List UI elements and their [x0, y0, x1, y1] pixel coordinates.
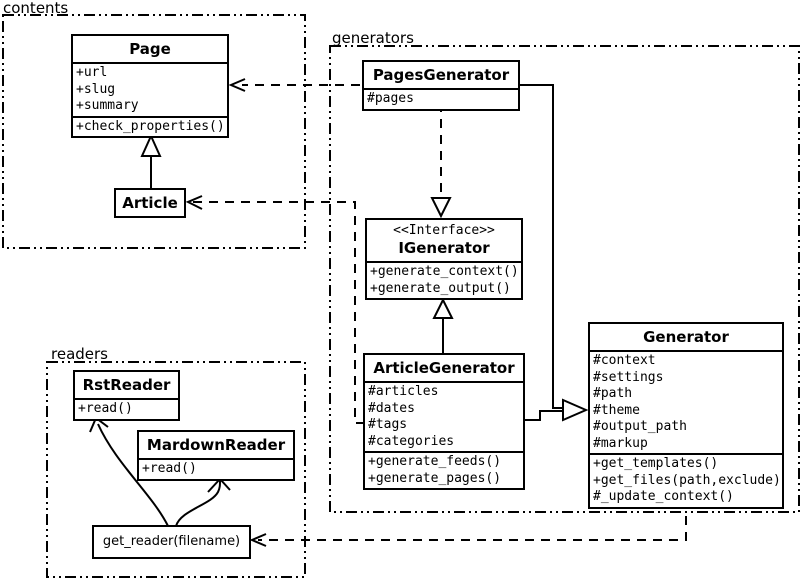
attribute: #dates	[368, 400, 415, 416]
attribute: #articles	[368, 384, 439, 399]
class-box-articlegenerator: ArticleGenerator #articles #dates #tags …	[363, 353, 525, 490]
dependency-line-articlegenerator-article	[192, 201, 365, 424]
generalization-line-articlegenerator-generator	[523, 410, 563, 421]
dependency-arrowhead-getreader	[249, 533, 267, 547]
class-title-pagesgenerator: PagesGenerator	[372, 66, 510, 84]
class-box-markdownreader: MardownReader +read()	[137, 430, 295, 481]
attribute: #theme	[593, 402, 640, 418]
articlegenerator-attributes: #articles #dates #tags #categories	[365, 381, 523, 451]
igenerator-methods: +generate_context() +generate_output()	[367, 261, 521, 298]
class-title-generator: Generator	[643, 328, 729, 346]
attribute: #pages	[367, 91, 414, 106]
method: +read()	[142, 461, 197, 476]
method: +generate_feeds()	[368, 454, 502, 469]
class-box-page: Page +url +slug +summary +check_properti…	[71, 34, 229, 138]
class-title-rstreader: RstReader	[82, 376, 171, 394]
attribute: #categories	[368, 433, 455, 449]
interface-stereotype: <<Interface>>	[393, 223, 495, 238]
class-title-article: Article	[122, 194, 178, 212]
method: +get_files(path,exclude)	[593, 472, 781, 488]
method: +read()	[78, 401, 133, 416]
page-methods: +check_properties()	[73, 115, 227, 137]
class-title-igenerator: IGenerator	[398, 239, 490, 257]
class-box-rstreader: RstReader +read()	[73, 370, 180, 421]
attribute: #settings	[593, 369, 664, 385]
attribute: #tags	[368, 417, 408, 432]
rstreader-methods: +read()	[75, 398, 178, 419]
generator-methods: +get_templates() +get_files(path,exclude…	[590, 453, 782, 507]
readers-package-label: readers	[51, 345, 108, 363]
contents-package-border	[2, 14, 306, 249]
attribute: #context	[593, 353, 656, 368]
method: +generate_context()	[370, 264, 519, 279]
class-title-markdownreader: MardownReader	[146, 436, 286, 454]
attribute: #markup	[593, 435, 648, 451]
generator-attributes: #context #settings #path #theme #output_…	[590, 350, 782, 453]
method: +check_properties()	[76, 118, 225, 134]
dependency-arrowhead-page	[228, 78, 246, 92]
generators-package-label: generators	[332, 29, 414, 47]
class-box-generator: Generator #context #settings #path #them…	[588, 322, 784, 509]
method: #_update_context()	[593, 489, 734, 504]
class-box-article: Article	[114, 188, 186, 218]
call-curve-getreader-markdownreader	[175, 480, 221, 527]
generalization-line-pagesgenerator-generator	[518, 84, 563, 409]
pagesgenerator-attributes: #pages	[364, 88, 518, 109]
class-box-igenerator: <<Interface>> IGenerator +generate_conte…	[365, 218, 523, 300]
class-box-pagesgenerator: PagesGenerator #pages	[362, 60, 520, 111]
class-title-articlegenerator: ArticleGenerator	[373, 359, 515, 377]
method: +generate_output()	[370, 280, 511, 296]
generators-package-border	[329, 45, 800, 513]
class-title-page: Page	[129, 40, 171, 58]
readers-package-border	[46, 361, 306, 578]
dependency-arrowhead-article	[185, 195, 203, 210]
dependency-line-generator-getreader	[258, 500, 687, 541]
call-curve-getreader-rstreader	[97, 423, 169, 527]
method: +generate_pages()	[368, 470, 502, 486]
generalization-triangle-igenerator	[432, 297, 454, 319]
attribute: +summary	[76, 98, 139, 113]
attribute: #path	[593, 386, 633, 401]
function-box-get-reader: get_reader(filename)	[92, 525, 251, 559]
attribute: +slug	[76, 81, 116, 97]
attribute: #output_path	[593, 419, 687, 434]
articlegenerator-methods: +generate_feeds() +generate_pages()	[365, 451, 523, 488]
generalization-triangle-generator	[562, 398, 589, 422]
generalization-triangle-page	[140, 133, 162, 157]
page-attributes: +url +slug +summary	[73, 62, 227, 116]
markdownreader-methods: +read()	[139, 458, 293, 479]
attribute: +url	[76, 65, 108, 80]
realization-triangle-igenerator	[430, 197, 452, 219]
method: +get_templates()	[593, 456, 719, 471]
contents-package-label: contents	[3, 0, 69, 17]
